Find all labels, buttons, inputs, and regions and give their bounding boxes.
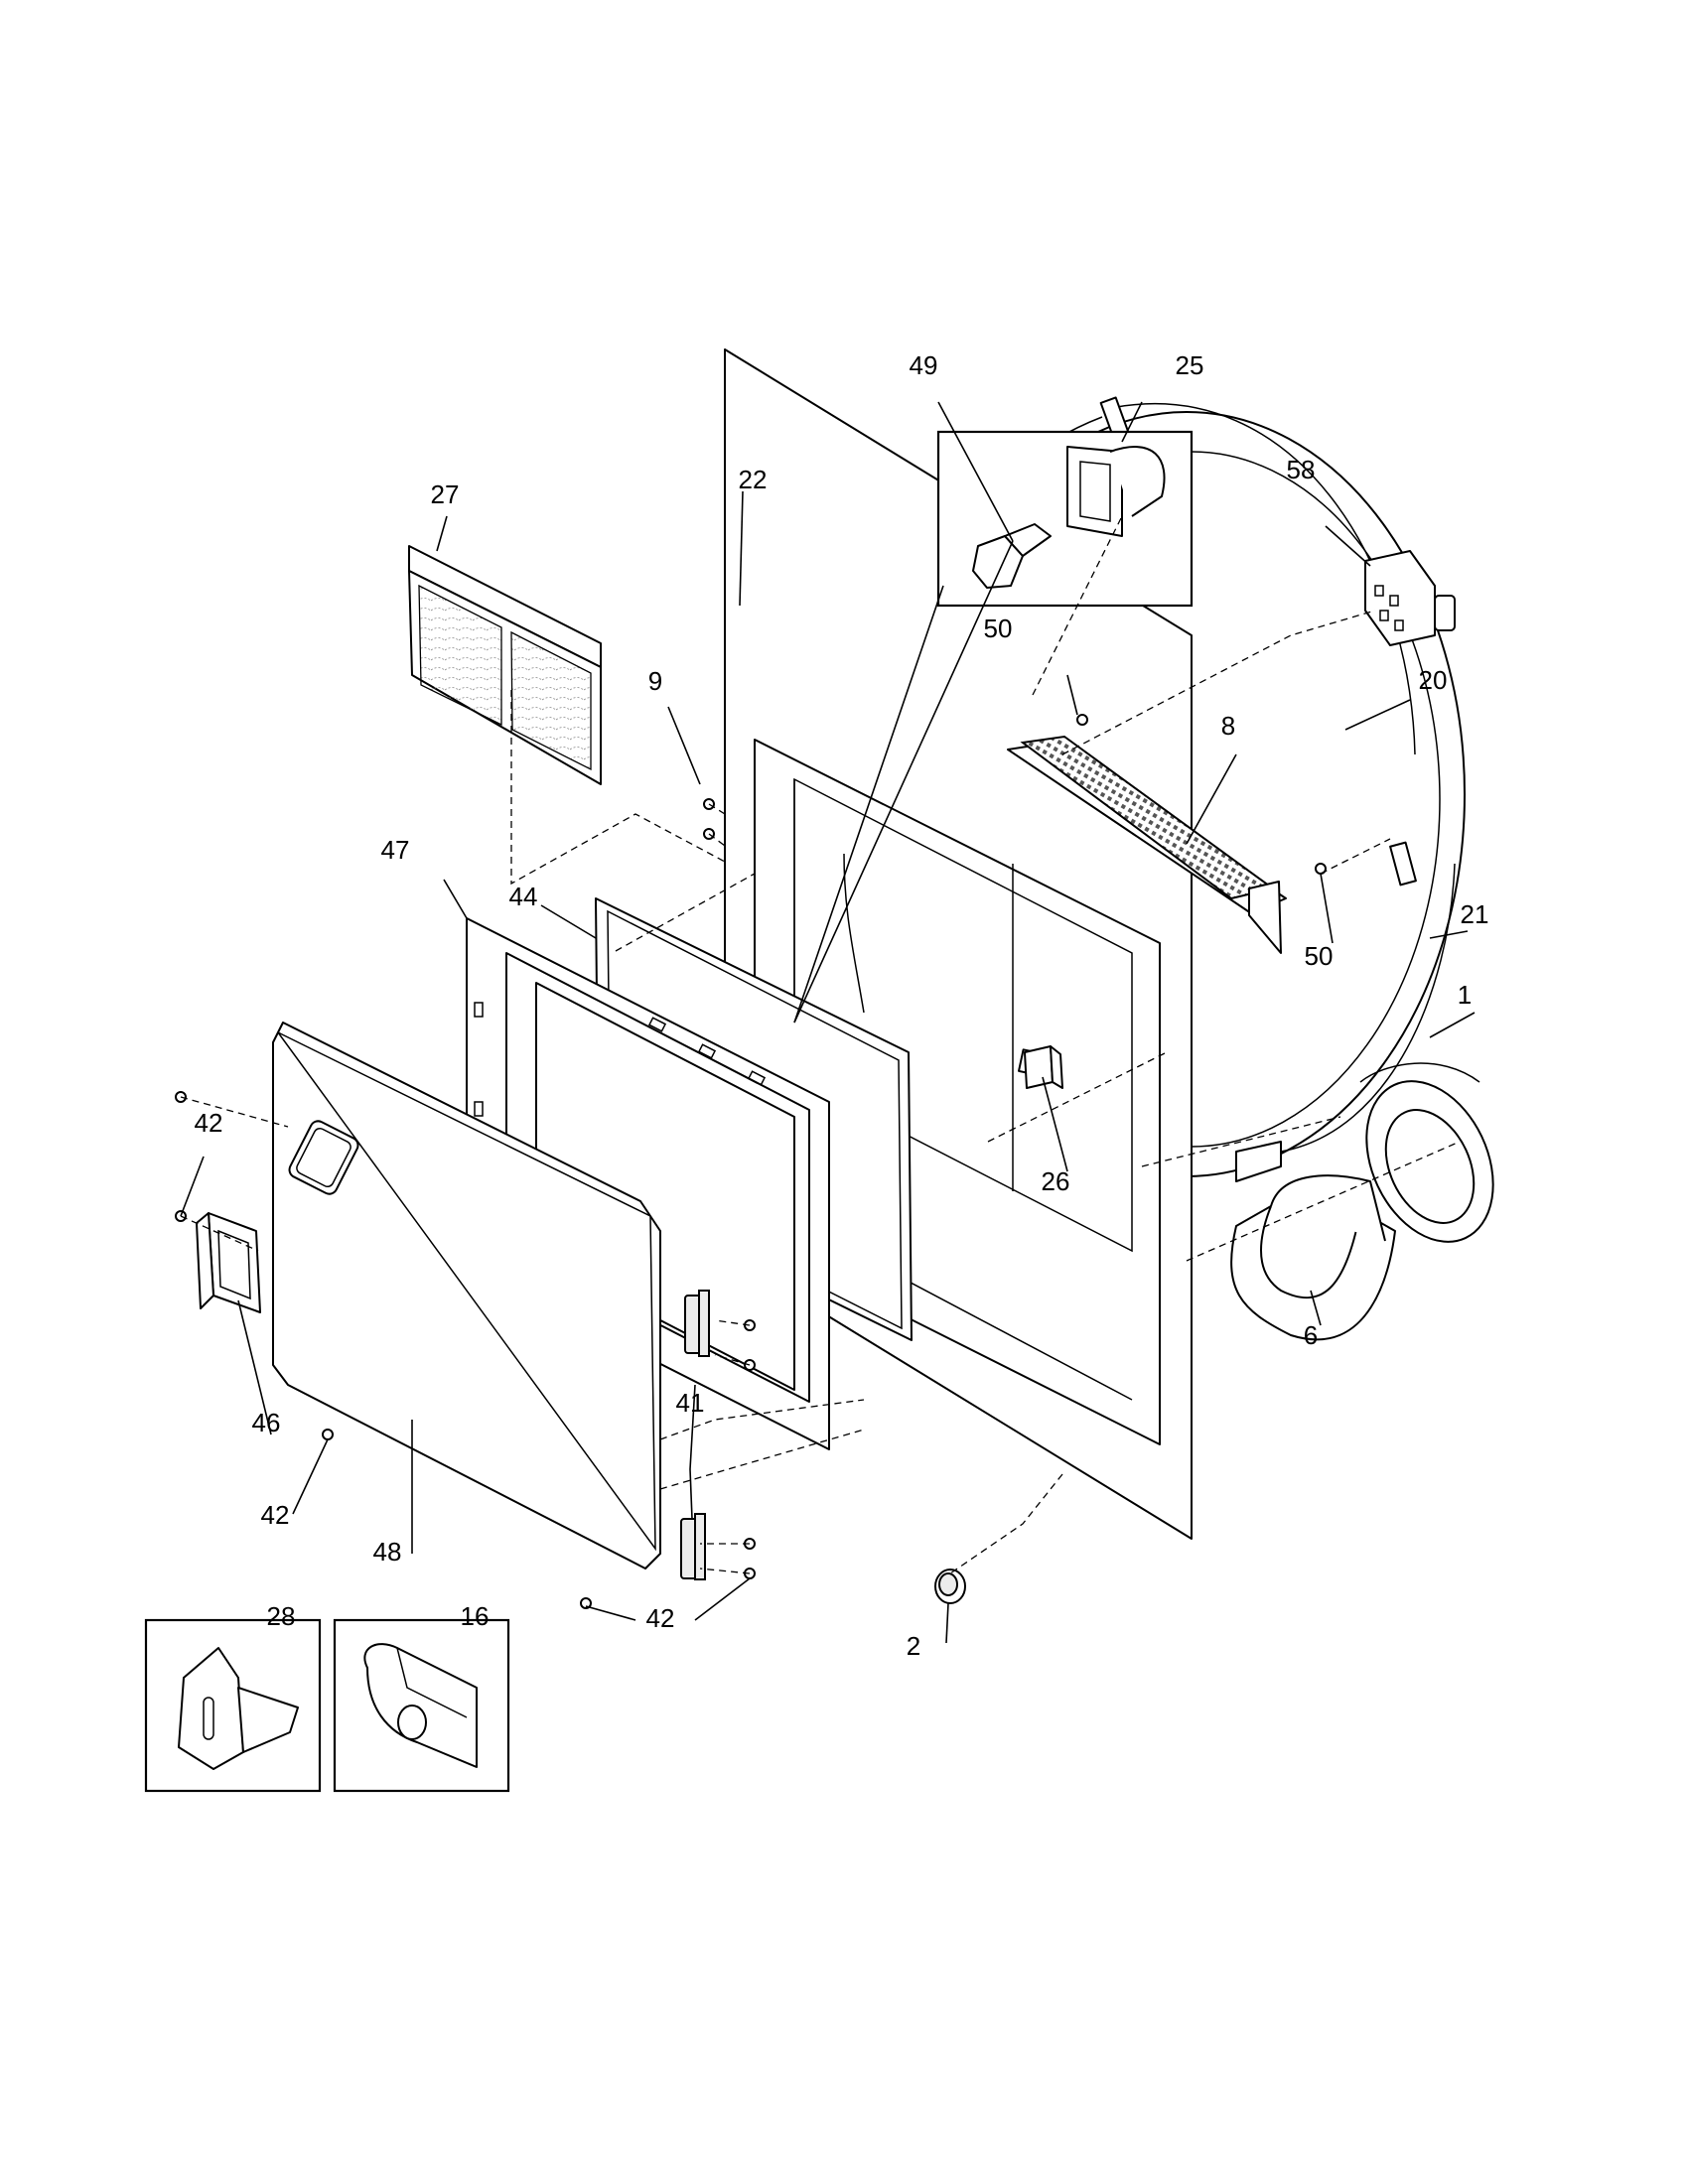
inset-box-16 [333,1618,510,1793]
callout-8: 8 [1221,711,1235,741]
door-switch-part [1024,1045,1063,1089]
callout-50-lower: 50 [1305,941,1334,971]
lint-grille-part [1007,735,1287,954]
inset-detail-box [936,430,1194,608]
callout-16: 16 [461,1601,490,1631]
callout-26: 26 [1042,1166,1070,1196]
callout-20: 20 [1419,665,1448,695]
callout-42-left: 42 [195,1108,223,1138]
hinge-upper-part [684,1290,710,1357]
callout-25: 25 [1176,350,1204,380]
terminal-block-part [1364,550,1456,646]
callout-2: 2 [907,1631,920,1661]
outer-door-part [272,1022,661,1570]
callout-48: 48 [373,1537,402,1567]
exhaust-duct-part [1230,1141,1396,1341]
callout-50-upper: 50 [984,614,1013,643]
callout-49: 49 [910,350,938,380]
callout-47: 47 [381,835,410,865]
callout-28: 28 [267,1601,296,1631]
callout-58: 58 [1287,455,1316,484]
door-handle-part [196,1212,261,1313]
callout-44: 44 [509,882,538,911]
callout-9: 9 [648,666,662,696]
callout-41: 41 [676,1388,705,1418]
hinge-lower-part [680,1513,706,1580]
lint-filter-part [408,545,602,785]
callout-labels: 49 25 27 22 58 50 20 9 8 47 44 50 21 1 4… [195,350,1489,1661]
callout-21: 21 [1461,899,1489,929]
callout-leader-lines [180,401,1476,1644]
inset-box-28 [144,1618,322,1793]
exhaust-seal-part [1359,1062,1494,1243]
callout-1: 1 [1458,980,1472,1010]
assembly-dashed-lines [180,515,1461,1574]
callout-42-bottom: 42 [261,1500,290,1530]
callout-6: 6 [1304,1320,1318,1350]
drum-seal-part [1280,863,1456,1153]
callout-27: 27 [431,479,460,509]
leveling-foot-part [934,1569,966,1604]
callout-42-right: 42 [646,1603,675,1633]
callout-46: 46 [252,1408,281,1437]
callout-22: 22 [739,465,768,494]
